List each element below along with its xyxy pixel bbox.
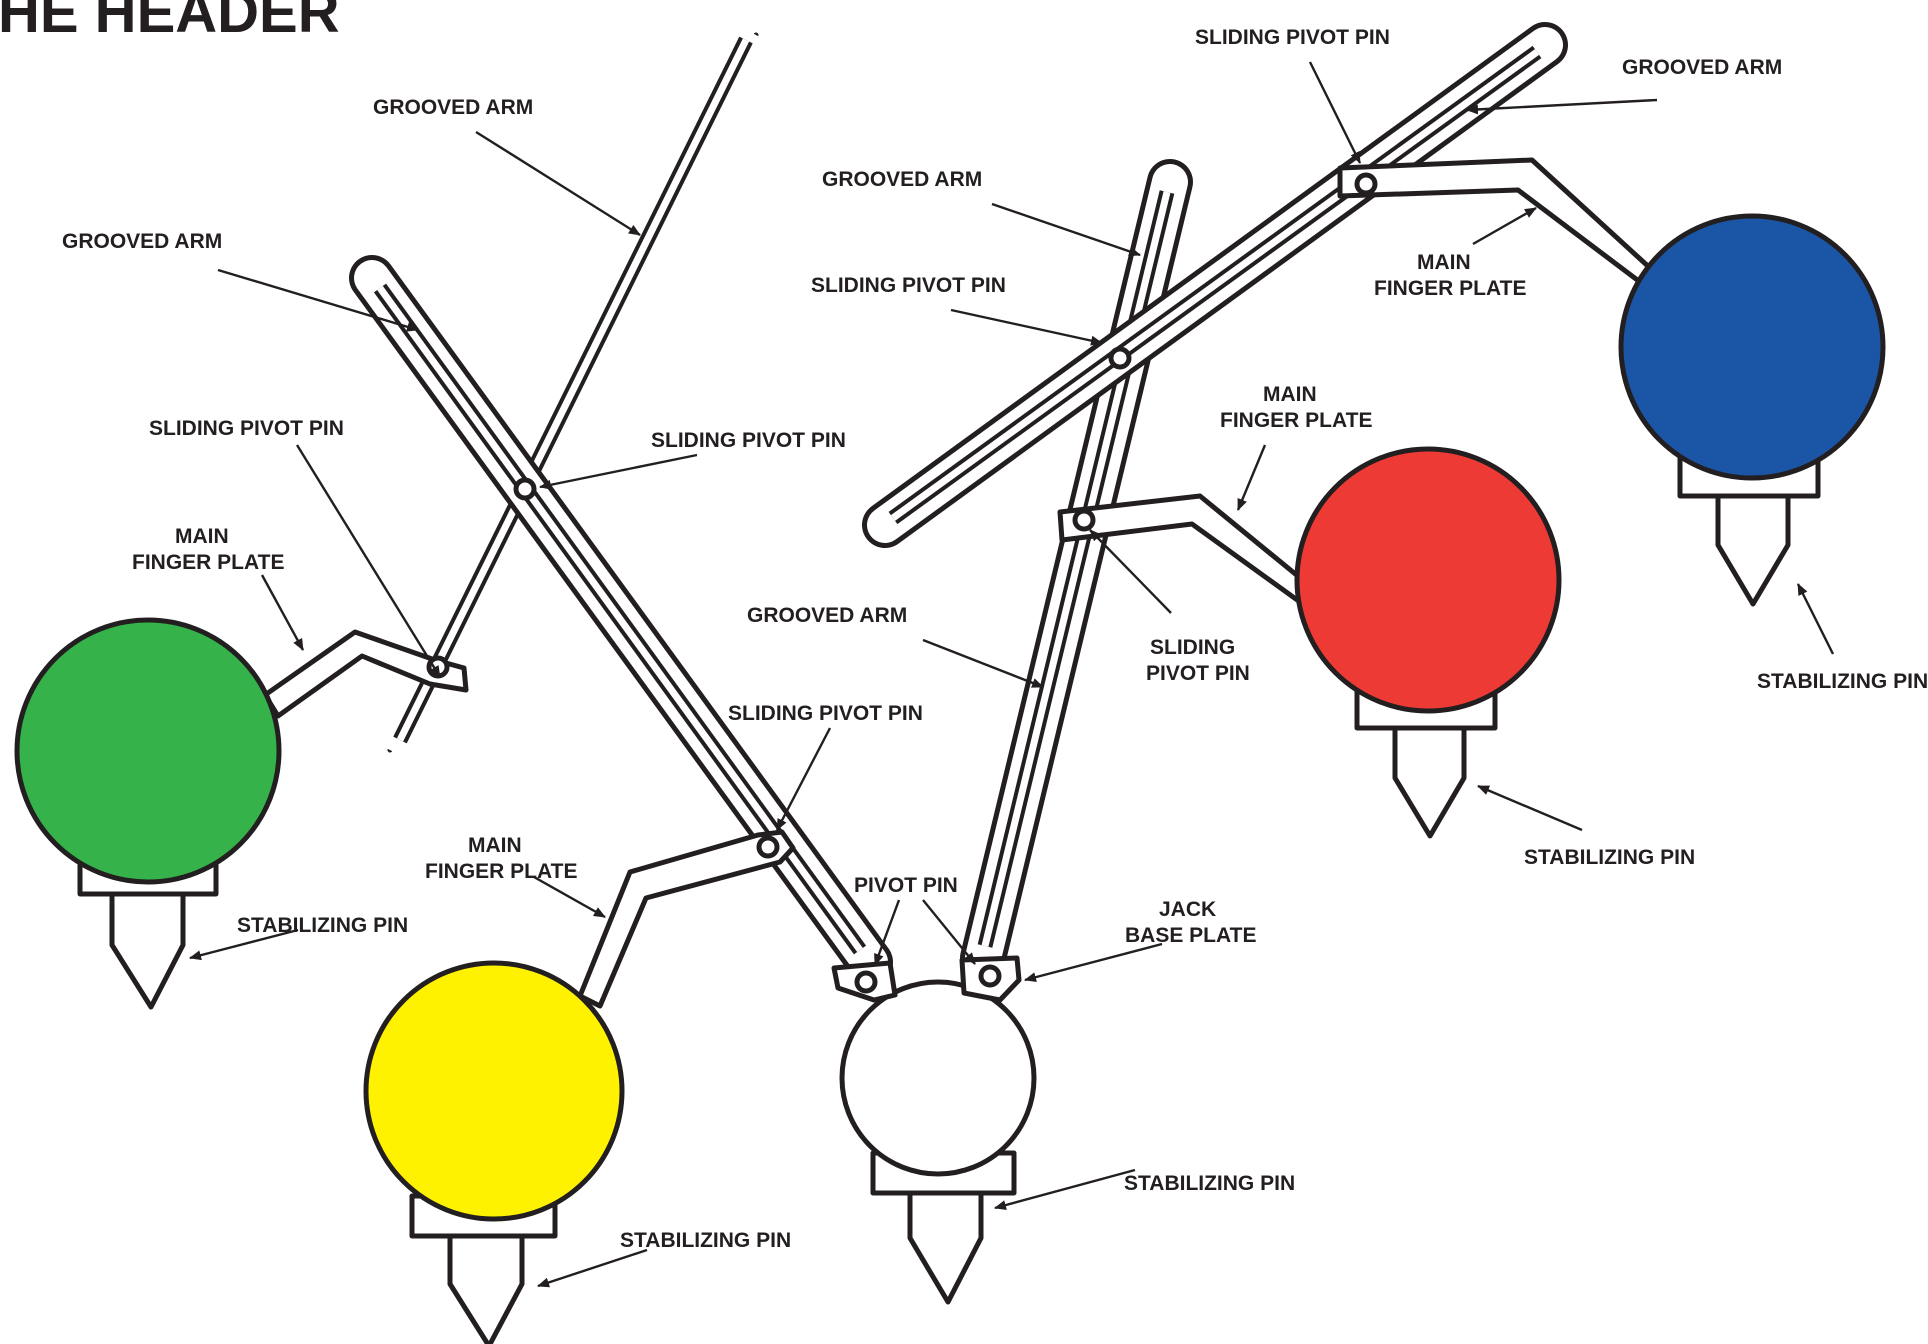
labels: GROOVED ARM GROOVED ARM GROOVED ARM GROO…	[62, 26, 1928, 1252]
label-sliding-pivot-pin-4: SLIDING PIVOT PIN	[651, 429, 846, 452]
label-stabilizing-pin-5: STABILIZING PIN	[1757, 670, 1928, 693]
label-pivot-pin-sliding: PIVOT PIN	[1146, 662, 1250, 685]
label-grooved-arm-5: GROOVED ARM	[747, 604, 907, 627]
label-sliding-pivot-pin-1: SLIDING PIVOT PIN	[1195, 26, 1390, 49]
jack-body	[839, 979, 1037, 1177]
label-main-3: MAIN	[1417, 251, 1471, 274]
label-jack: JACK	[1159, 898, 1216, 921]
finger-yellow	[363, 829, 796, 1344]
pivot-pin-right	[978, 964, 1002, 988]
label-stabilizing-pin-3: STABILIZING PIN	[1124, 1172, 1295, 1195]
label-sliding: SLIDING	[1150, 636, 1235, 659]
label-finger-plate-1: FINGER PLATE	[132, 551, 284, 574]
label-stabilizing-pin-4: STABILIZING PIN	[1524, 846, 1695, 869]
label-stabilizing-pin-1: STABILIZING PIN	[237, 914, 408, 937]
sliding-pivot-pin-red	[1072, 508, 1096, 532]
leader-lines	[189, 61, 1835, 1288]
label-base-plate: BASE PLATE	[1125, 924, 1256, 947]
finger-blue	[1337, 157, 1886, 607]
finger-red	[1057, 446, 1562, 839]
label-grooved-arm-4: GROOVED ARM	[1622, 56, 1782, 79]
label-main-1: MAIN	[175, 525, 229, 548]
label-finger-plate-3: FINGER PLATE	[1374, 277, 1526, 300]
finger-green	[14, 617, 469, 1010]
label-finger-plate-2: FINGER PLATE	[425, 860, 577, 883]
pivot-pin-left	[854, 970, 878, 994]
label-main-4: MAIN	[1263, 383, 1317, 406]
grooved-arm-a	[373, 26, 773, 759]
label-sliding-pivot-pin-5: SLIDING PIVOT PIN	[728, 702, 923, 725]
sliding-pivot-pin-cross-left	[513, 477, 537, 501]
label-sliding-pivot-pin-2: SLIDING PIVOT PIN	[811, 274, 1006, 297]
label-sliding-pivot-pin-3: SLIDING PIVOT PIN	[149, 417, 344, 440]
sliding-pivot-pin-cross-right	[1108, 346, 1132, 370]
grooved-arm-d	[862, 22, 1568, 548]
label-grooved-arm-3: GROOVED ARM	[822, 168, 982, 191]
green-finger-ball	[14, 617, 282, 885]
jack	[831, 955, 1037, 1305]
label-main-2: MAIN	[468, 834, 522, 857]
label-pivot-pin: PIVOT PIN	[854, 874, 958, 897]
blue-finger-ball	[1618, 213, 1886, 481]
label-grooved-arm-1: GROOVED ARM	[373, 96, 533, 119]
sliding-pivot-pin-yellow	[756, 835, 780, 859]
header-title: HE HEADER	[0, 0, 340, 45]
yellow-finger-ball	[363, 960, 625, 1222]
label-grooved-arm-2: GROOVED ARM	[62, 230, 222, 253]
label-stabilizing-pin-2: STABILIZING PIN	[620, 1229, 791, 1252]
grooved-arm-c	[960, 159, 1193, 981]
label-finger-plate-4: FINGER PLATE	[1220, 409, 1372, 432]
sliding-pivot-pin-blue	[1354, 172, 1378, 196]
red-finger-ball	[1294, 446, 1562, 714]
